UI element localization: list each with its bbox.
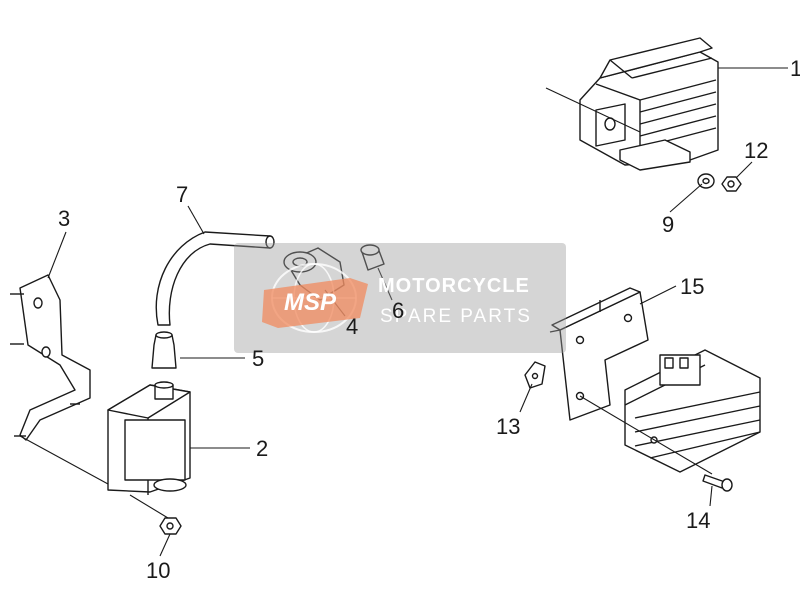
callout-9: 9 bbox=[662, 212, 674, 237]
watermark-logo-badge bbox=[262, 278, 368, 328]
callout-7: 7 bbox=[176, 182, 188, 207]
callout-10: 10 bbox=[146, 558, 170, 583]
part-2-ignition-coil[interactable] bbox=[19, 381, 191, 519]
watermark-logo-text: MSP bbox=[284, 289, 337, 316]
part-3-bracket[interactable] bbox=[10, 274, 91, 441]
part-1-regulator[interactable] bbox=[545, 37, 719, 171]
callout-1: 1 bbox=[790, 56, 800, 81]
callout-14: 14 bbox=[686, 508, 710, 533]
part-14-screw[interactable] bbox=[702, 474, 733, 492]
part-12-nut[interactable] bbox=[721, 176, 742, 192]
callout-12: 12 bbox=[744, 138, 768, 163]
part-15-bracket[interactable] bbox=[549, 287, 649, 421]
part-10-nut[interactable] bbox=[159, 517, 182, 535]
regulator-body[interactable] bbox=[579, 349, 761, 475]
part-7-ht-lead[interactable] bbox=[155, 231, 275, 326]
part-5-boot[interactable] bbox=[151, 331, 177, 369]
leader-lines bbox=[47, 67, 788, 557]
callout-5: 5 bbox=[252, 346, 264, 371]
callout-labels: 1 2 3 4 5 6 7 9 10 12 13 14 15 bbox=[58, 56, 800, 583]
watermark-title: MOTORCYCLE bbox=[378, 275, 530, 297]
part-13-clip-nut[interactable] bbox=[524, 361, 546, 389]
watermark: MSP MOTORCYCLE SPARE PARTS bbox=[234, 243, 566, 353]
part-6-sleeve[interactable] bbox=[360, 244, 385, 271]
callout-2: 2 bbox=[256, 436, 268, 461]
watermark-subtitle: SPARE PARTS bbox=[380, 306, 532, 327]
callout-15: 15 bbox=[680, 274, 704, 299]
callout-6: 6 bbox=[392, 298, 404, 323]
callout-13: 13 bbox=[496, 414, 520, 439]
callout-4: 4 bbox=[346, 314, 358, 339]
callout-3: 3 bbox=[58, 206, 70, 231]
